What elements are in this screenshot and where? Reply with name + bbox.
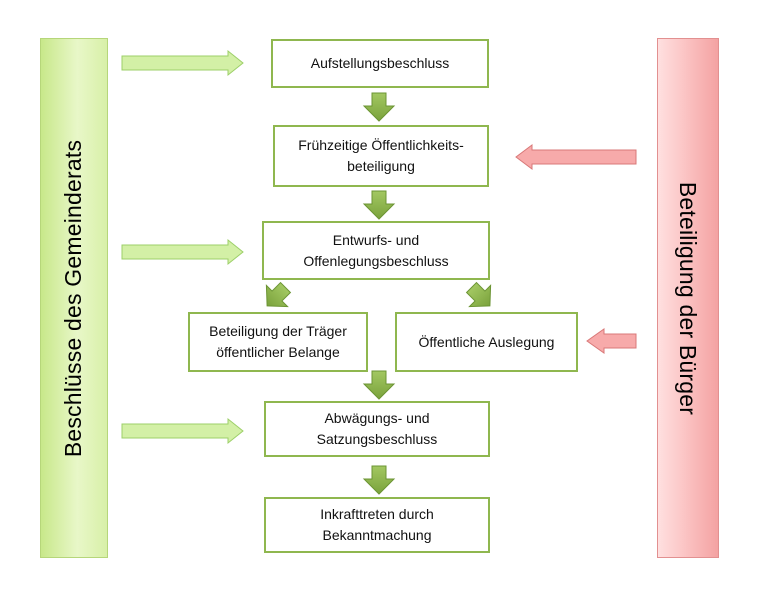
buerger-bar: Beteiligung der Bürger xyxy=(657,38,719,558)
arrow-entwurf-to-traeger xyxy=(265,281,292,308)
arrow-right-to-fruehzeitig xyxy=(515,144,637,170)
step-entwurfsbeschluss: Entwurfs- und Offenlegungsbeschluss xyxy=(262,221,490,280)
arrow-aufstellung-to-fruehzeitig xyxy=(362,92,396,122)
arrow-right-to-auslegung xyxy=(586,328,637,354)
arrow-traeger-to-abwaegung xyxy=(362,370,396,400)
step-fruehzeitige-beteiligung: Frühzeitige Öffentlichkeits- beteiligung xyxy=(273,125,489,187)
step-abwaegungsbeschluss: Abwägungs- und Satzungsbeschluss xyxy=(264,401,490,457)
gemeinderat-bar: Beschlüsse des Gemeinderats xyxy=(40,38,108,558)
step-aufstellungsbeschluss: Aufstellungsbeschluss xyxy=(271,39,489,88)
arrow-left-to-aufstellung xyxy=(121,49,244,77)
arrow-left-to-abwaegung xyxy=(121,417,244,445)
arrow-entwurf-to-auslegung xyxy=(465,281,492,308)
step-beteiligung-traeger: Beteiligung der Träger öffentlicher Bela… xyxy=(188,312,368,372)
step-oeffentliche-auslegung: Öffentliche Auslegung xyxy=(395,312,578,372)
arrow-fruehzeitig-to-entwurf xyxy=(362,190,396,220)
arrow-left-to-entwurf xyxy=(121,238,244,266)
step-inkrafttreten: Inkrafttreten durch Bekanntmachung xyxy=(264,497,490,553)
arrow-abwaegung-to-inkraft xyxy=(362,465,396,495)
